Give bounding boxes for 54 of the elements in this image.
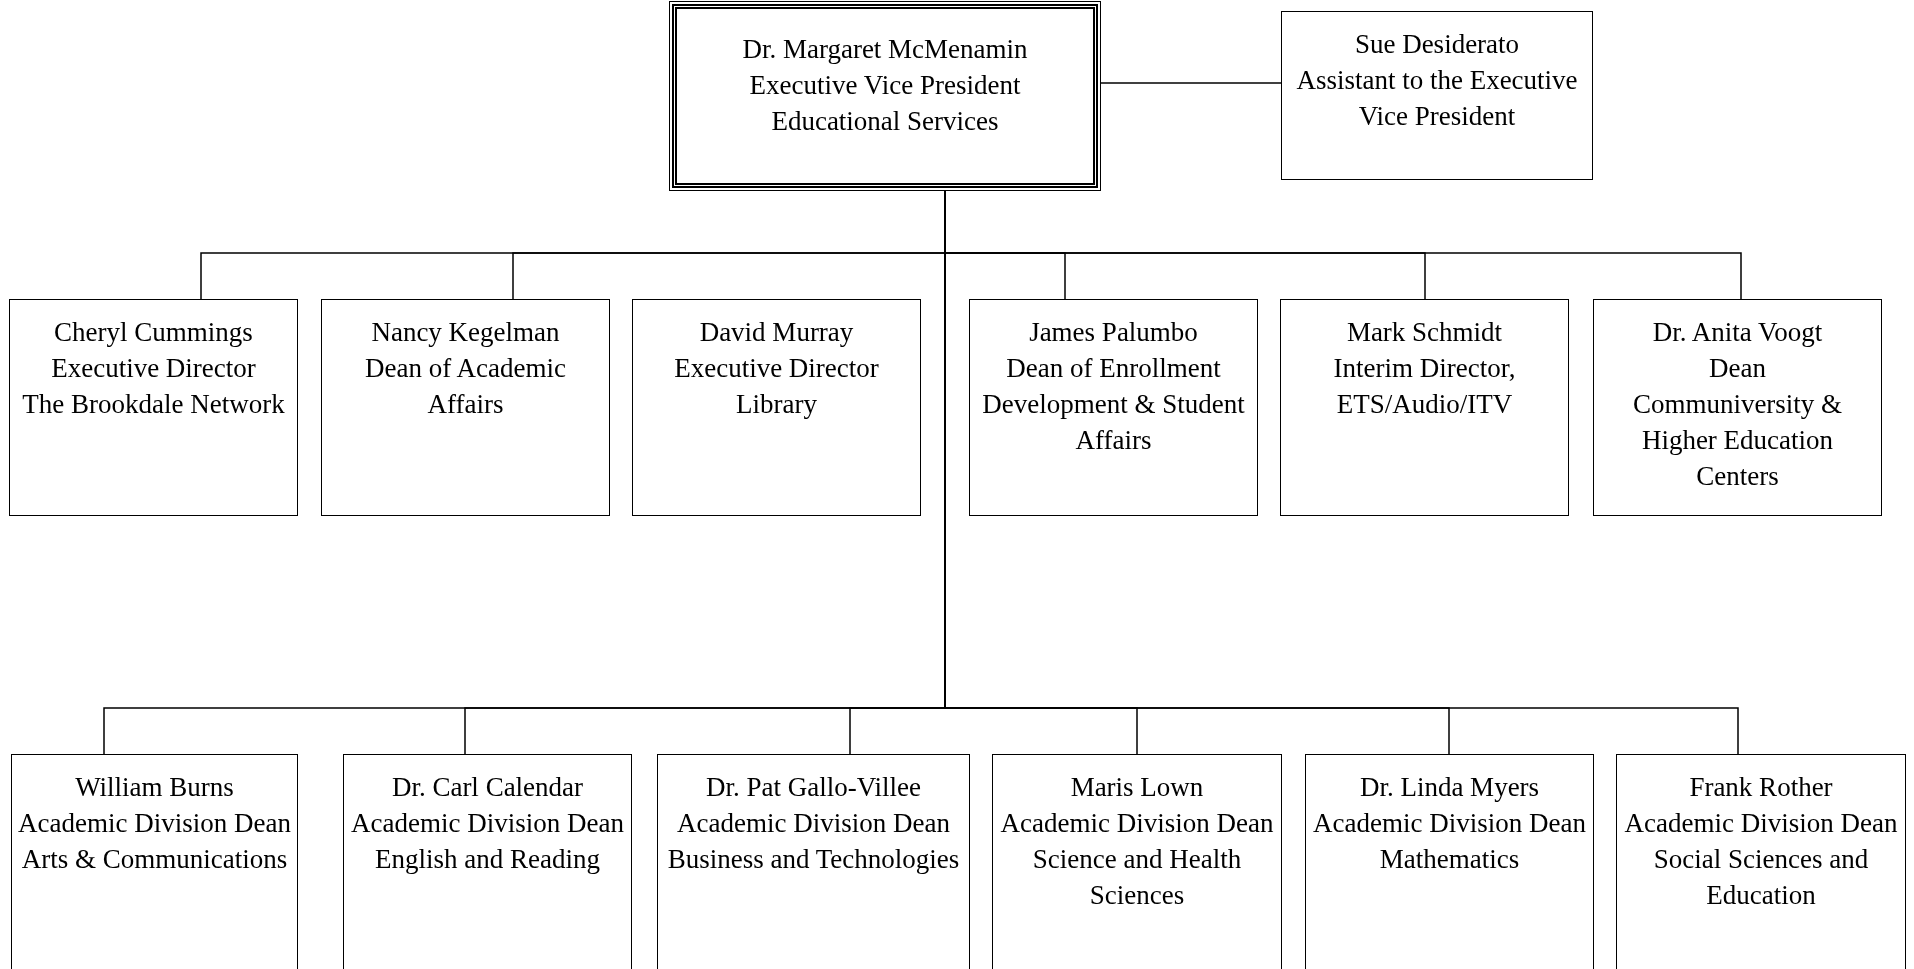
org-text: Dean of Academic Affairs: [364, 352, 567, 421]
org-box: [343, 754, 632, 969]
org-box: [992, 754, 1282, 969]
org-text: English and Reading: [375, 843, 600, 876]
org-text: Mathematics: [1379, 843, 1520, 876]
org-text: Executive Vice President: [749, 69, 1021, 102]
org-text: Science and Health Sciences: [1031, 843, 1243, 912]
org-text: Dr. Margaret McMenamin: [742, 33, 1028, 66]
org-text: Academic Division Dean: [1624, 807, 1898, 840]
org-text: Academic Division Dean: [677, 807, 950, 840]
org-text: James Palumbo: [1029, 316, 1198, 349]
org-text: Cheryl Cummings: [54, 316, 253, 349]
org-text: Library: [736, 388, 817, 421]
org-text: Dr. Linda Myers: [1359, 771, 1540, 804]
org-box: [672, 4, 1098, 188]
org-text: Arts & Communications: [21, 843, 288, 876]
org-text: Frank Rother: [1689, 771, 1833, 804]
org-text: Dr. Carl Calendar: [391, 771, 584, 804]
org-text: Business and Technologies: [667, 843, 960, 876]
org-text: Dr. Pat Gallo-Villee: [705, 771, 922, 804]
org-text: Communiversity & Higher Education Centers: [1631, 388, 1844, 493]
org-text: Executive Director: [51, 352, 256, 385]
org-box: [632, 299, 921, 516]
org-box: [969, 299, 1258, 516]
org-box: [1281, 11, 1593, 180]
org-box: [11, 754, 298, 969]
org-text: William Burns: [75, 771, 234, 804]
org-text: The Brookdale Network: [22, 388, 285, 421]
org-text: Interim Director, ETS/Audio/ITV: [1332, 352, 1517, 421]
org-text: Sue Desiderato: [1354, 28, 1520, 61]
org-text: Dean: [1709, 352, 1766, 385]
org-text: Dean of Enrollment Development & Student Affairs: [981, 352, 1246, 457]
org-text: Maris Lown: [1070, 771, 1204, 804]
org-box: [321, 299, 610, 516]
org-text: Social Sciences and Education: [1652, 843, 1870, 912]
org-box: [1280, 299, 1569, 516]
org-box: [9, 299, 298, 516]
org-text: Academic Division Dean: [1313, 807, 1586, 840]
org-box: [1593, 299, 1882, 516]
org-box: [1305, 754, 1594, 969]
connector-line: [1100, 82, 1282, 84]
org-text: Academic Division Dean: [1000, 807, 1274, 840]
org-text: Academic Division Dean: [18, 807, 291, 840]
org-box: [657, 754, 970, 969]
org-text: Mark Schmidt: [1346, 316, 1503, 349]
org-text: David Murray: [699, 316, 854, 349]
org-text: Executive Director: [674, 352, 879, 385]
org-text: Dr. Anita Voogt: [1652, 316, 1823, 349]
org-box: [1616, 754, 1906, 969]
org-text: Assistant to the Executive Vice President: [1295, 64, 1579, 133]
org-text: Educational Services: [771, 105, 999, 138]
connector-line: [944, 190, 1739, 755]
org-text: Nancy Kegelman: [371, 316, 560, 349]
org-text: Academic Division Dean: [351, 807, 624, 840]
